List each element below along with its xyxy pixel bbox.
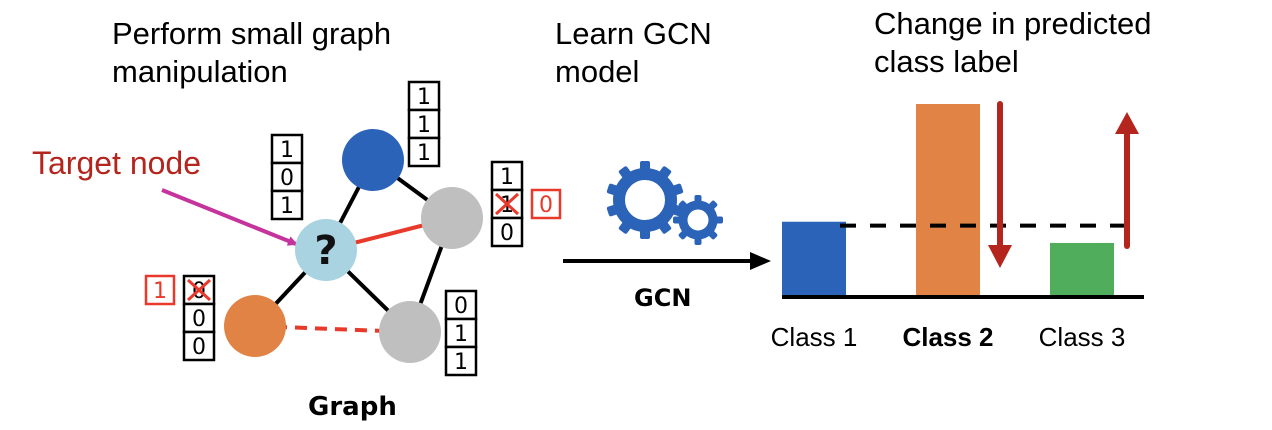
feature-cell [444, 345, 478, 377]
cross-out-icon [186, 278, 212, 302]
new-feature-value: 1 [153, 279, 167, 304]
gear-tooth [668, 203, 684, 217]
gear-tooth [678, 200, 690, 212]
gear-tooth [606, 183, 622, 197]
feature-value: 1 [417, 141, 431, 166]
tick-label-class-3: Class 3 [1039, 322, 1126, 352]
caption-change-line1: Change in predicted [874, 6, 1151, 41]
gears-icon [606, 161, 723, 245]
node-orange [224, 295, 286, 357]
gear-tooth [640, 161, 650, 174]
change-arrow-down [988, 101, 1012, 268]
gear-tooth [706, 228, 718, 240]
feature-cell [270, 189, 304, 221]
gear-tooth [668, 183, 684, 197]
gear-tooth [678, 228, 690, 240]
new-feature-box [144, 274, 176, 306]
feature-cell [444, 289, 478, 321]
feature-vector-blue: 1 1 1 [407, 80, 441, 168]
target-pointer-arrow [161, 188, 298, 246]
feature-value: 1 [454, 322, 468, 347]
feature-vector-target: 1 0 1 [270, 133, 304, 221]
gear-tooth [673, 216, 684, 224]
gear-tooth [657, 218, 672, 234]
caption-manipulation-line2: manipulation [112, 54, 288, 89]
feature-value: 1 [417, 85, 431, 110]
gear-tooth [618, 218, 633, 234]
feature-cell [182, 302, 216, 334]
new-feature-box [530, 188, 562, 220]
feature-cell [407, 108, 441, 140]
tick-label-class-1: Class 1 [771, 322, 858, 352]
bar-class-1 [782, 221, 846, 297]
gear-tooth [640, 226, 650, 239]
graph-label: Graph [308, 392, 397, 422]
gear-tooth [657, 166, 672, 182]
bar-class-2 [916, 104, 980, 297]
feature-value: 0 [280, 166, 294, 191]
class-bar-chart: Class 1 Class 2 Class 3 [771, 101, 1144, 352]
feature-cell [270, 161, 304, 193]
gear-tooth [706, 200, 718, 212]
new-feature-value: 0 [539, 193, 553, 218]
feature-cell [182, 330, 216, 362]
gear-tooth [694, 195, 702, 206]
feature-value: 0 [500, 221, 514, 246]
caption-manipulation-line1: Perform small graph [112, 16, 391, 51]
gear-tooth [618, 166, 633, 182]
feature-value: 0 [454, 294, 468, 319]
feature-value: 0 [192, 307, 206, 332]
feature-cell [407, 136, 441, 168]
gear-tooth [694, 234, 702, 245]
feature-value: 1 [280, 138, 294, 163]
caption-learn-line1: Learn GCN [555, 16, 712, 51]
feature-value: 1 [454, 350, 468, 375]
bar-class-3 [1050, 242, 1114, 297]
feature-cell [490, 216, 524, 248]
caption-learn-line2: model [555, 54, 639, 89]
gear-tooth [712, 216, 723, 224]
feature-value: 1 [417, 113, 431, 138]
node-gray-bottom [379, 301, 441, 363]
node-gray-top [421, 187, 483, 249]
feature-vector-gray-bottom: 0 1 1 [444, 289, 478, 377]
feature-value: 0 [192, 335, 206, 360]
feature-cell [444, 317, 478, 349]
feature-value: 1 [500, 165, 514, 190]
change-arrow-up [1115, 112, 1139, 249]
caption-change-line2: class label [874, 44, 1019, 79]
cross-out-icon [494, 192, 520, 216]
target-question-mark: ? [314, 228, 337, 274]
gcn-label: GCN [634, 284, 691, 312]
graph-nodes: ? [224, 129, 483, 363]
target-node-label: Target node [32, 145, 201, 181]
tick-label-class-2: Class 2 [902, 322, 993, 352]
gear-tooth [606, 203, 622, 217]
gcn-arrow-head [750, 252, 771, 270]
node-blue [342, 129, 404, 191]
feature-value: 1 [280, 194, 294, 219]
node-target [295, 219, 357, 281]
